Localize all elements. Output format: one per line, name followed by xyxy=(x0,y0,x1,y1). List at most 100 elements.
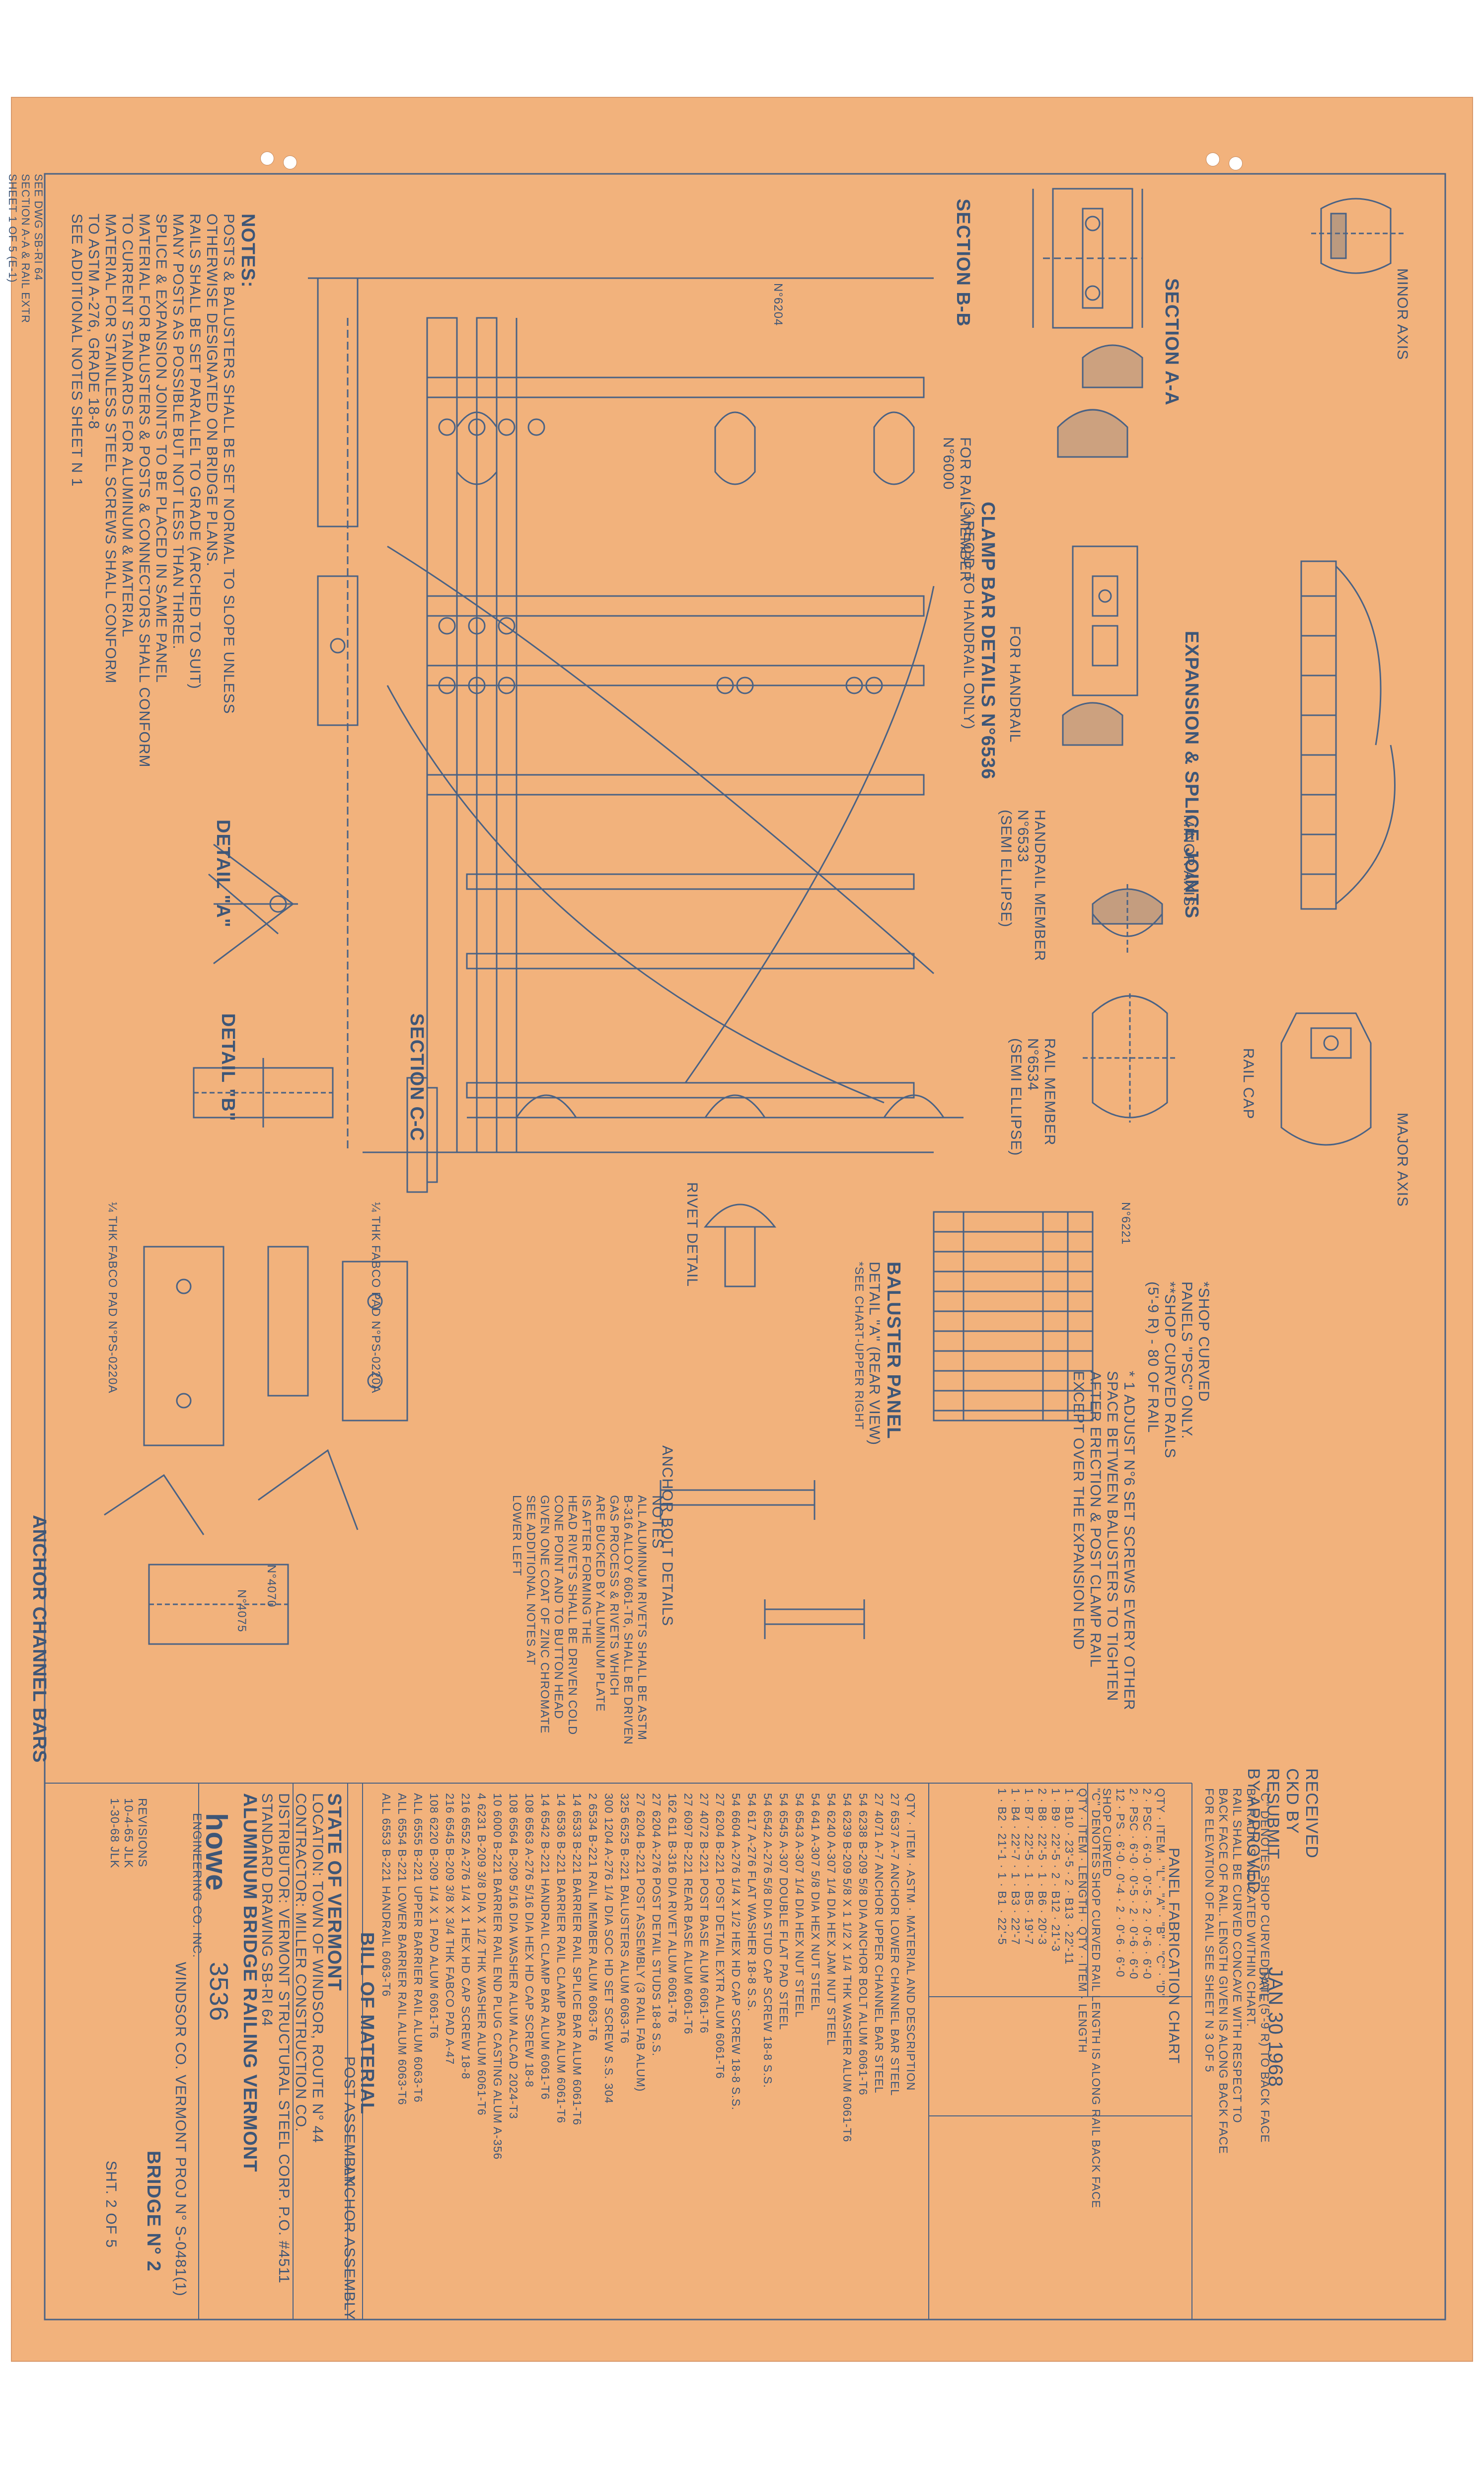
title-block: STATE OF VERMONT LOCATION: TOWN OF WINDS… xyxy=(239,1793,345,2284)
rail-cap-section xyxy=(1311,198,1406,274)
table-row: 108 6563 A-276 5/16 DIA HEX HD CAP SCREW… xyxy=(523,1793,536,2088)
major-axis-label: MAJOR AXIS xyxy=(1394,1113,1410,1207)
tie-pad-label-2: ¼ THK FABCO PAD N°PS-0220A xyxy=(106,1202,119,1394)
baluster-panel-drawing xyxy=(933,1211,1094,1422)
clamp-bar-detail-top xyxy=(1032,188,1143,329)
table-row: 14 6542 B-221 HANDRAIL CLAMP BAR ALUM 60… xyxy=(539,1793,552,2100)
detail-b-label: DETAIL "B" xyxy=(218,1013,238,1122)
table-row: 325 6525 B-221 BALUSTERS ALUM 6063-T6 xyxy=(618,1793,631,2044)
n4075-label: N°4075 xyxy=(235,1589,248,1633)
table-row: 108 6564 B-209 5/16 DIA WASHER ALUM ALCA… xyxy=(507,1793,520,2119)
baluster-row-semi-ellipses xyxy=(467,1094,964,1119)
fabrication-chart-title: PANEL FABRICATION CHART xyxy=(1166,1848,1182,2064)
fabrication-chart-notes: "C" DENOTES SHOP CURVED RAIL (5'-9 R) TO… xyxy=(1202,1788,1271,2154)
n4070-label: N°4070 xyxy=(265,1565,278,1608)
rail-member-label: RAIL MEMBER N°6534 (SEMI ELLIPSE) xyxy=(1008,1038,1058,1156)
table-row: 216 6545 B-209 3/8 X 3/4 THK FABCO PAD A… xyxy=(444,1793,456,2065)
post-elevation xyxy=(347,277,935,1153)
post-assembly-label: POST ASSEMBLY xyxy=(341,2056,358,2186)
bom-table-grid xyxy=(45,1783,1192,2320)
table-row: 1 · B9 · 22'-5 · 2 · B12 · 21'-3 xyxy=(1049,1788,1062,1952)
shop-curved-notes: *SHOP CURVED PANELS "PSC" ONLY. **SHOP C… xyxy=(1145,1281,1212,1459)
table-row: 1 · B7 · 22'-5 · 1 · B5 · 19'-7 xyxy=(1023,1788,1036,1946)
tie-pad-label: ¼ THK FABCO PAD N°PS-0220A xyxy=(369,1202,382,1394)
table-row: 1 · B10 · 23'-5 · 2 · B13 · 22'-11 xyxy=(1063,1788,1076,1965)
drawing-sheet xyxy=(11,97,1473,2362)
table-row: 10 6000 B-221 BARRIER RAIL END PLUG CAST… xyxy=(491,1793,504,2160)
table-row: 2 · PSC · 6'-0 · 0'-5 · 2 · 0'-6 · 6'-0 xyxy=(1141,1788,1154,1980)
table-row: 54 6545 A-307 DOUBLE FLAT PAD STEEL xyxy=(777,1793,790,2030)
table-row: 27 6097 B-221 REAR BASE ALUM 6061-T6 xyxy=(682,1793,695,2035)
n6204-label: N°6204 xyxy=(771,283,785,326)
company-sub: ENGINEERING CO. INC. xyxy=(190,1813,204,1958)
table-row: 54 6238 B-209 5/8 DIA ANCHOR BOLT ALUM 6… xyxy=(857,1793,870,2096)
table-row: 54 617 A-276 FLAT WASHER 18-8 S.S. xyxy=(745,1793,758,2012)
rail-cap-label: RAIL CAP xyxy=(1240,1048,1257,1120)
table-row: 1 · B4 · 22'-7 · 1 · B3 · 22'-7 xyxy=(1009,1788,1022,1946)
rail-member-semi-ellipse xyxy=(1083,993,1177,1123)
minor-axis-label: MINOR AXIS xyxy=(1181,815,1197,907)
table-row: 12 · PS · 6'-0 · 0'-4 · 2 · 0'-6 · 6'-0 xyxy=(1114,1788,1127,1978)
table-row: 162 611 B-316 DIA RIVET ALUM 6061-T6 xyxy=(666,1793,679,2024)
table-row: 54 6240 A-307 1/4 DIA HEX JAM NUT STEEL xyxy=(825,1793,838,2046)
table-row: 4 6231 B-209 3/8 DIA X 1/2 THK WASHER AL… xyxy=(475,1793,488,2116)
table-row: 2 · PSC · 6'-0 · 0'-5 · 2 · 0'-6 · 6'-0 xyxy=(1127,1788,1140,1980)
fabrication-chart-table: QTY · ITEM · "L" · "A" · "B" · "C" · "D"… xyxy=(1100,1788,1167,1998)
table-row: 300 1204 A-276 1/4 DIA SOC HD SET SCREW … xyxy=(602,1793,615,2104)
table-row: 2 · B8 · 22'-5 · 1 · B6 · 20'-3 xyxy=(1036,1788,1049,1946)
sheet-number: SHT. 2 OF 5 xyxy=(103,2161,119,2249)
anchor-channel-bars xyxy=(104,1449,359,1645)
rail-list-header: "C" DENOTES SHOP CURVED RAIL LENGTH IS A… xyxy=(1090,1788,1103,2209)
handrail-semi-ellipse xyxy=(1092,884,1163,954)
table-row: 2 6534 B-221 RAIL MEMBER ALUM 6063-T6 xyxy=(587,1793,599,2042)
company-logo: howe xyxy=(200,1813,233,1891)
section-bb-drawing xyxy=(308,277,368,726)
detail-a-label: DETAIL "A" xyxy=(213,820,233,928)
for-rail-member-label: FOR RAIL MEMBER N°6000 xyxy=(940,437,973,583)
table-row: 54 6542 A-276 5/8 DIA STUD CAP SCREW 18-… xyxy=(761,1793,774,2089)
table-row: ALL 6554 B-221 LOWER BARRIER RAIL ALUM 6… xyxy=(396,1793,409,2105)
tie-pad-details xyxy=(143,1246,408,1446)
section-cc-drawing xyxy=(406,1077,438,1193)
table-row: ALL 6553 B-221 HANDRAIL 6063-T6 xyxy=(380,1793,393,1997)
anchor-assembly-label: ANCHOR ASSEMBLY xyxy=(341,2166,358,2321)
detail-a-drawing xyxy=(208,843,298,965)
section-a-a-drawing xyxy=(1057,344,1143,746)
punch-hole xyxy=(283,155,297,169)
punch-hole xyxy=(260,151,274,165)
revisions-block: REVISIONS 10-4-65 JLK 1-30-68 JLK xyxy=(108,1798,149,1869)
table-row: 54 641 A-307 5/8 DIA HEX NUT STEEL xyxy=(809,1793,822,2011)
table-row: 1 · B2 · 21'-1 · 1 · B1 · 22'-5 xyxy=(996,1788,1009,1946)
table-row: 54 6543 A-307 1/4 DIA HEX NUT STEEL xyxy=(793,1793,806,2018)
table-row: 14 6533 B-221 BARRIER RAIL SPLICE BAR AL… xyxy=(571,1793,584,2126)
rail-list-columns: QTY · ITEM · LENGTH · QTY · ITEM · LENGT… xyxy=(1076,1788,1089,2053)
rivet-detail-label: RIVET DETAIL xyxy=(684,1182,700,1287)
project-line: WINDSOR CO. VERMONT PROJ N° S-0481(1) xyxy=(172,1962,189,2297)
table-row: 108 6220 B-209 1/4 X 1 PAD ALUM 6061-T6 xyxy=(428,1793,441,2039)
table-row: 54 6239 B-209 5/8 X 1 1/2 X 1/4 THK WASH… xyxy=(841,1793,854,2143)
bridge-number: BRIDGE N° 2 xyxy=(143,2151,164,2272)
section-c-c-label: SECTION C-C xyxy=(406,1013,427,1141)
detail-b-drawing xyxy=(193,1058,334,1127)
general-notes: NOTES: POSTS & BALUSTERS SHALL BE SET NO… xyxy=(69,214,258,768)
table-row: 27 6537 A-7 ANCHOR LOWER CHANNEL BAR STE… xyxy=(889,1793,901,2096)
section-b-b-label: SECTION B-B xyxy=(953,199,973,327)
anchor-bolt-drawing xyxy=(660,1480,865,1639)
set-screw-notes: * 1 ADJUST N°6 SET SCREWS EVERY OTHER SP… xyxy=(1070,1371,1137,1711)
section-a-a-label: SECTION A-A xyxy=(1161,278,1182,406)
minor-axis-label-top: MINOR AXIS xyxy=(1394,268,1410,361)
table-row: 27 6204 B-221 POST ASSEMBLY (3 RAIL FAB … xyxy=(634,1793,647,2092)
margin-note: SEE DWG SB-RI 64 SECTION A-A & RAIL EXTR… xyxy=(6,174,45,323)
fabrication-chart-header: QTY · ITEM · "L" · "A" · "B" · "C" · "D" xyxy=(1154,1788,1167,1998)
handrail-member-label: HANDRAIL MEMBER N°6533 (SEMI ELLIPSE) xyxy=(998,810,1048,962)
for-handrail-label: FOR HANDRAIL xyxy=(1007,626,1023,743)
baluster-panel-label: BALUSTER PANEL DETAIL "A" (REAR VIEW) *S… xyxy=(852,1262,904,1446)
job-number: 3536 xyxy=(204,1962,233,2022)
rivet-notes: NOTES ALL ALUMINUM RIVETS SHALL BE ASTM … xyxy=(510,1495,666,1745)
punch-hole xyxy=(1229,156,1243,170)
table-row: 14 6536 B-221 BARRIER RAIL CLAMP BAR ALU… xyxy=(555,1793,568,2124)
expansion-splice-joint xyxy=(1300,560,1396,910)
table-row: 27 4072 B-221 POST BASE ALUM 6061-T6 xyxy=(698,1793,711,2034)
rail-cap-casting xyxy=(1280,1012,1372,1146)
